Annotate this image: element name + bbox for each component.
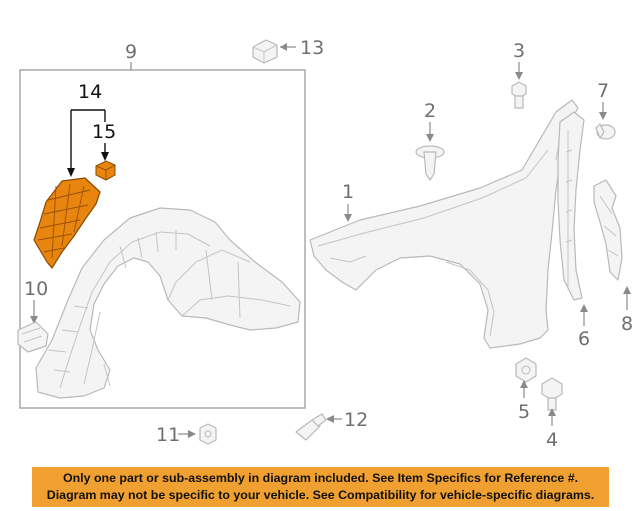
callout-1: 1 xyxy=(342,181,354,203)
callout-8: 8 xyxy=(621,313,633,335)
notice-line-1: Only one part or sub-assembly in diagram… xyxy=(62,471,579,485)
arrow-6 xyxy=(580,304,588,312)
notice-line-2: Diagram may not be specific to your vehi… xyxy=(46,488,595,502)
part-4-bolt xyxy=(541,377,563,411)
arrow-12 xyxy=(326,415,334,423)
part-2-clip xyxy=(415,145,445,181)
callout-15: 15 xyxy=(92,121,116,143)
callout-3: 3 xyxy=(513,40,525,62)
part-13-clip xyxy=(252,39,278,64)
part-8-bracket xyxy=(593,179,623,281)
callout-4: 4 xyxy=(546,429,558,451)
callout-6: 6 xyxy=(578,328,590,350)
leader-14 xyxy=(70,109,106,172)
part-14-liner-highlighted xyxy=(33,177,101,269)
callout-10: 10 xyxy=(24,278,48,300)
callout-13: 13 xyxy=(300,37,324,59)
arrow-13 xyxy=(280,43,287,51)
arrow-4 xyxy=(548,408,556,416)
arrow-14 xyxy=(67,168,75,177)
arrow-2 xyxy=(426,134,434,142)
arrow-15 xyxy=(101,152,109,161)
callout-11: 11 xyxy=(156,424,180,446)
part-11-nut xyxy=(199,423,217,445)
part-15-clip-highlighted xyxy=(95,160,116,181)
callout-5: 5 xyxy=(518,401,530,423)
part-7-clip xyxy=(595,123,616,140)
arrow-5 xyxy=(520,380,528,388)
part-12-push-clip xyxy=(295,413,327,441)
callout-12: 12 xyxy=(344,409,368,431)
compatibility-notice-banner: Only one part or sub-assembly in diagram… xyxy=(32,467,609,507)
part-1-fender xyxy=(309,99,579,349)
arrow-10 xyxy=(30,316,38,324)
arrow-7 xyxy=(599,112,607,120)
callout-2: 2 xyxy=(424,100,436,122)
part-6-seal xyxy=(557,111,585,301)
part-5-nut xyxy=(515,357,537,383)
callout-14: 14 xyxy=(78,81,102,103)
arrow-11 xyxy=(188,430,196,438)
callout-9: 9 xyxy=(125,41,137,63)
callout-7: 7 xyxy=(597,80,609,102)
part-9-wheelhouse-liner xyxy=(35,207,301,399)
arrow-8 xyxy=(623,286,631,294)
arrow-3 xyxy=(515,72,523,80)
liner-group-frame xyxy=(19,69,306,409)
part-3-bolt xyxy=(511,81,527,109)
part-10-bracket xyxy=(17,321,49,353)
arrow-1 xyxy=(344,214,352,222)
